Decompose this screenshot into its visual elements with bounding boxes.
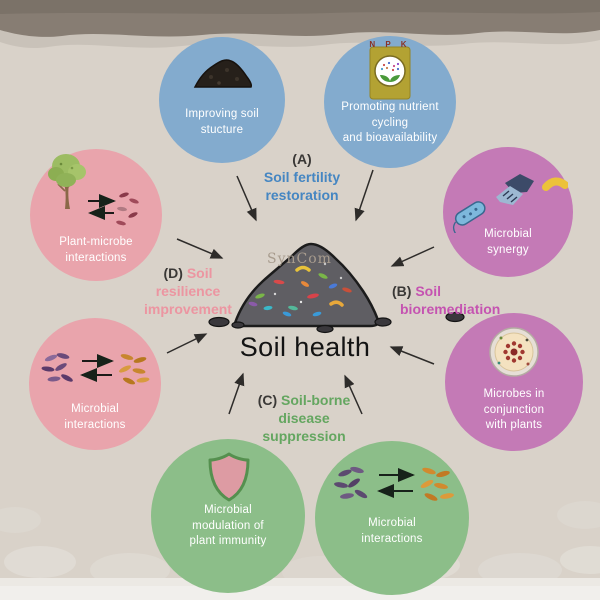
category-b-label: (B) Soil bioremediation <box>392 282 512 318</box>
circle-label: Improving soil stucture <box>185 108 259 136</box>
circle-label: Microbial interactions <box>361 517 423 545</box>
tree-bacteria-icon <box>48 154 139 226</box>
soil-pile-icon <box>193 59 252 88</box>
arrow-plant-microbe <box>176 238 224 259</box>
arrow-interactions-pink <box>166 333 208 354</box>
top-soil-band <box>0 0 600 49</box>
circle-nutrient-cycling: N P K Promoting nutrient cycling and bio… <box>324 36 456 168</box>
circle-microbial-synergy: Microbial synergy <box>443 147 573 277</box>
circle-label: Microbial modulation of plant immunity <box>189 504 267 548</box>
circle-plant-microbe: Plant-microbe interactions <box>30 149 162 281</box>
circle-label: Promoting nutrient cycling and bioavaila… <box>341 101 439 145</box>
category-a-prefix: (A) <box>292 151 312 167</box>
shield-icon <box>208 452 250 502</box>
circle-microbial-interactions-green: Microbial interactions <box>315 441 469 595</box>
category-c-label: (C) Soil-borne disease suppression <box>246 391 362 446</box>
circle-improving-soil-structure: Improving soil stucture <box>159 37 285 163</box>
fertilizer-bag-icon: N P K <box>369 40 411 100</box>
category-d-text: Soil resilience improvement <box>144 265 232 318</box>
circle-label: Plant-microbe interactions <box>59 236 133 264</box>
circle-label: Microbes in conjunction with plants <box>483 388 545 432</box>
category-c-text: Soil-borne disease suppression <box>262 392 351 445</box>
category-b-text: Soil bioremediation <box>400 283 501 318</box>
center-title: Soil health <box>239 332 371 362</box>
npk-text: N P K <box>369 40 410 49</box>
root-cross-section-icon <box>489 327 539 377</box>
circle-microbial-interactions-pink: Microbial interactions <box>29 318 161 450</box>
circle-label: Microbial interactions <box>64 403 126 431</box>
category-a-label: (A) Soil fertility restoration <box>238 150 366 205</box>
category-d-label: (D) Soil resilience improvement <box>136 264 240 319</box>
circle-label: Microbial synergy <box>484 228 532 256</box>
category-d-prefix: (D) <box>163 265 187 281</box>
bacteria-handshake-icon <box>452 174 568 233</box>
category-a-text: Soil fertility restoration <box>263 169 341 204</box>
arrow-microbial-synergy <box>390 246 435 267</box>
circle-microbes-plants: Microbes in conjunction with plants <box>445 313 583 451</box>
circle-plant-immunity: Microbial modulation of plant immunity <box>151 439 305 593</box>
bacteria-exchange-icon <box>334 466 454 501</box>
category-b-prefix: (B) <box>392 283 416 299</box>
bacteria-exchange-icon <box>41 353 150 385</box>
syncom-label: SynCom <box>267 251 332 267</box>
mound-microbes <box>248 262 352 317</box>
category-c-prefix: (C) <box>257 392 282 408</box>
arrow-plant-immunity <box>228 372 245 415</box>
